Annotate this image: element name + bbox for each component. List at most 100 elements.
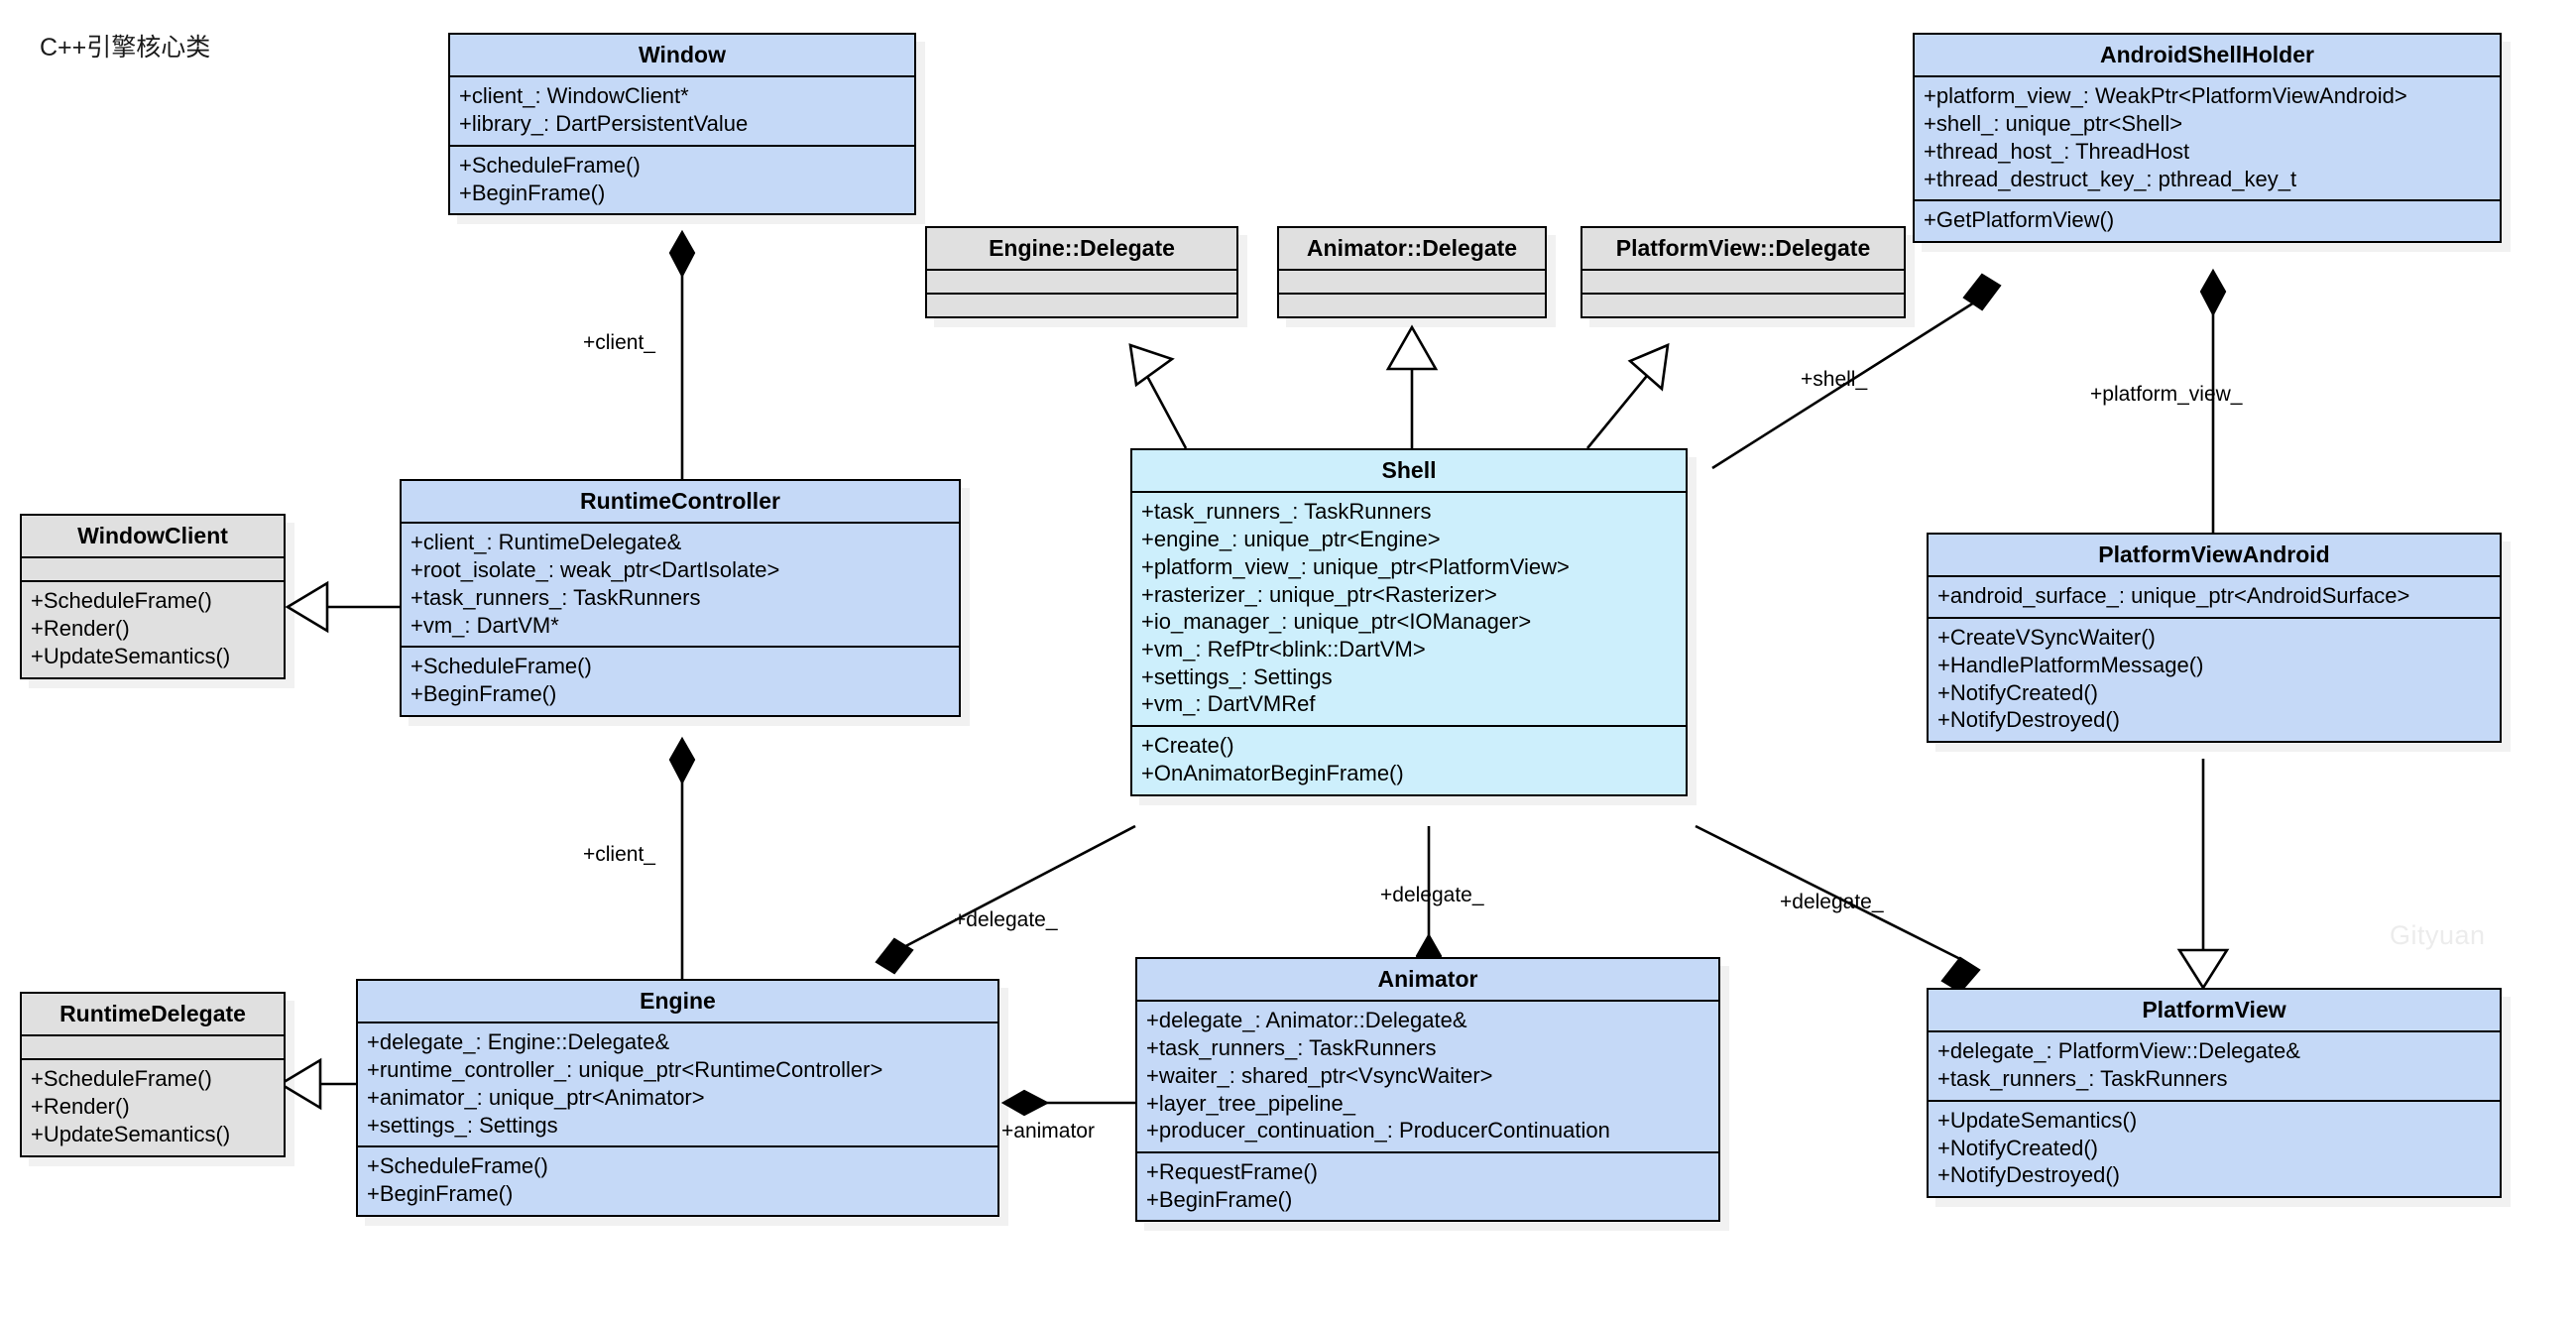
- class-box-runtimecontroller[interactable]: RuntimeController +client_: RuntimeDeleg…: [400, 479, 961, 717]
- method-row: +ScheduleFrame(): [410, 654, 592, 679]
- class-box-platformview[interactable]: PlatformView +delegate_: PlatformView::D…: [1927, 988, 2502, 1199]
- method-row: +GetPlatformView(): [1924, 207, 2115, 233]
- methods-compartment: +RequestFrame() +BeginFrame(): [1137, 1153, 1718, 1220]
- link-windowclient-runtimecontroller: [285, 580, 400, 634]
- attribute-row: +engine_: unique_ptr<Engine>: [1141, 527, 1441, 552]
- attribute-row: +task_runners_: TaskRunners: [1937, 1066, 2228, 1092]
- attributes-compartment: +client_: RuntimeDelegate& +root_isolate…: [402, 524, 959, 646]
- class-name: PlatformViewAndroid: [2098, 541, 2330, 567]
- method-row: +UpdateSemantics(): [1937, 1107, 2138, 1133]
- divider: [402, 522, 959, 525]
- class-name: PlatformView::Delegate: [1615, 235, 1871, 261]
- attribute-row: +task_runners_: TaskRunners: [1146, 1035, 1437, 1061]
- divider: [1279, 293, 1545, 296]
- divider: [1132, 491, 1686, 494]
- class-box-runtimedelegate[interactable]: RuntimeDelegate +ScheduleFrame() +Render…: [20, 992, 286, 1157]
- attribute-row: +platform_view_: unique_ptr<PlatformView…: [1141, 553, 1570, 579]
- divider: [450, 75, 914, 78]
- attribute-row: +io_manager_: unique_ptr<IOManager>: [1141, 609, 1532, 635]
- divider: [358, 1145, 997, 1148]
- attributes-compartment: +delegate_: PlatformView::Delegate& +tas…: [1929, 1032, 2500, 1099]
- edge-label-delegate-engine: +delegate_: [954, 908, 1058, 931]
- attributes-compartment: [22, 1036, 284, 1058]
- class-name: RuntimeDelegate: [59, 1001, 246, 1026]
- edge-label-delegate-animator: +delegate_: [1380, 884, 1484, 906]
- method-row: +UpdateSemantics(): [31, 643, 231, 668]
- class-box-engine-delegate[interactable]: Engine::Delegate: [925, 226, 1238, 319]
- method-row: +NotifyDestroyed(): [1937, 1162, 2121, 1188]
- class-box-platformviewandroid[interactable]: PlatformViewAndroid +android_surface_: u…: [1927, 533, 2502, 744]
- divider: [358, 1022, 997, 1024]
- divider: [1582, 293, 1904, 296]
- attributes-compartment: +delegate_: Engine::Delegate& +runtime_c…: [358, 1023, 997, 1145]
- link-runtimecontroller-engine: [668, 736, 696, 979]
- class-box-engine[interactable]: Engine +delegate_: Engine::Delegate& +ru…: [356, 979, 999, 1217]
- link-window-runtimecontroller: [668, 229, 696, 480]
- methods-compartment: +UpdateSemantics() +NotifyCreated() +Not…: [1929, 1102, 2500, 1196]
- method-row: +ScheduleFrame(): [31, 588, 212, 614]
- class-box-window[interactable]: Window +client_: WindowClient* +library_…: [448, 33, 916, 216]
- attribute-row: +settings_: Settings: [367, 1112, 558, 1138]
- divider: [927, 269, 1236, 272]
- method-row: +UpdateSemantics(): [31, 1121, 231, 1146]
- divider: [1929, 575, 2500, 578]
- edge-label-client-runtimecontroller: +client_: [583, 843, 655, 866]
- methods-compartment: +Create() +OnAnimatorBeginFrame(): [1132, 727, 1686, 793]
- class-name: WindowClient: [77, 523, 228, 548]
- divider: [1929, 617, 2500, 620]
- attribute-row: +thread_host_: ThreadHost: [1924, 138, 2190, 164]
- methods-compartment: +ScheduleFrame() +Render() +UpdateSemant…: [22, 1060, 284, 1154]
- attributes-compartment: +android_surface_: unique_ptr<AndroidSur…: [1929, 577, 2500, 617]
- divider: [1929, 1030, 2500, 1033]
- attributes-compartment: +platform_view_: WeakPtr<PlatformViewAnd…: [1915, 77, 2500, 199]
- divider: [1137, 1000, 1718, 1003]
- class-box-platformview-delegate[interactable]: PlatformView::Delegate: [1581, 226, 1906, 319]
- attributes-compartment: +delegate_: Animator::Delegate& +task_ru…: [1137, 1002, 1718, 1151]
- methods-compartment: +CreateVSyncWaiter() +HandlePlatformMess…: [1929, 619, 2500, 741]
- divider: [22, 1034, 284, 1037]
- divider: [1132, 725, 1686, 728]
- link-enginedelegate-shell: [1128, 343, 1188, 449]
- method-row: +ScheduleFrame(): [459, 152, 641, 178]
- attribute-row: +vm_: DartVM*: [410, 612, 559, 638]
- attribute-row: +delegate_: Animator::Delegate&: [1146, 1008, 1467, 1033]
- method-row: +Create(): [1141, 733, 1234, 759]
- class-box-animator[interactable]: Animator +delegate_: Animator::Delegate&…: [1135, 957, 1720, 1223]
- divider: [927, 293, 1236, 296]
- methods-compartment: +GetPlatformView(): [1915, 201, 2500, 241]
- link-platformviewdelegate-shell: [1585, 342, 1670, 449]
- attribute-row: +animator_: unique_ptr<Animator>: [367, 1084, 705, 1110]
- methods-compartment: +ScheduleFrame() +BeginFrame(): [450, 147, 914, 213]
- divider: [22, 580, 284, 583]
- attribute-row: +client_: WindowClient*: [459, 83, 689, 109]
- class-box-androidshellholder[interactable]: AndroidShellHolder +platform_view_: Weak…: [1913, 33, 2502, 244]
- method-row: +Render(): [31, 616, 130, 642]
- attribute-row: +vm_: RefPtr<blink::DartVM>: [1141, 637, 1426, 662]
- attributes-compartment: +task_runners_: TaskRunners +engine_: un…: [1132, 493, 1686, 725]
- divider: [1915, 75, 2500, 78]
- method-row: +BeginFrame(): [410, 681, 557, 707]
- divider: [22, 1058, 284, 1061]
- attribute-row: +task_runners_: TaskRunners: [410, 584, 701, 610]
- divider: [1915, 199, 2500, 202]
- divider: [1582, 269, 1904, 272]
- method-row: +NotifyCreated(): [1937, 1135, 2099, 1160]
- method-row: +CreateVSyncWaiter(): [1937, 625, 2156, 651]
- attribute-row: +shell_: unique_ptr<Shell>: [1924, 111, 2183, 137]
- attribute-row: +client_: RuntimeDelegate&: [410, 530, 682, 555]
- edge-label-animator: +animator: [1001, 1120, 1095, 1143]
- edge-label-platform-view: +platform_view_: [2090, 383, 2243, 406]
- method-row: +BeginFrame(): [1146, 1186, 1293, 1212]
- methods-compartment: +ScheduleFrame() +BeginFrame(): [358, 1147, 997, 1214]
- watermark: Gityuan: [2390, 920, 2486, 950]
- class-name: PlatformView: [2142, 997, 2286, 1022]
- class-name: Animator::Delegate: [1306, 235, 1518, 261]
- class-box-shell[interactable]: Shell +task_runners_: TaskRunners +engin…: [1130, 448, 1688, 796]
- attribute-row: +library_: DartPersistentValue: [459, 111, 749, 137]
- method-row: +ScheduleFrame(): [367, 1153, 548, 1179]
- class-box-animator-delegate[interactable]: Animator::Delegate: [1277, 226, 1547, 319]
- attribute-row: +vm_: DartVMRef: [1141, 691, 1316, 717]
- attributes-compartment: [927, 271, 1236, 293]
- attribute-row: +settings_: Settings: [1141, 663, 1333, 689]
- class-box-windowclient[interactable]: WindowClient +ScheduleFrame() +Render() …: [20, 514, 286, 679]
